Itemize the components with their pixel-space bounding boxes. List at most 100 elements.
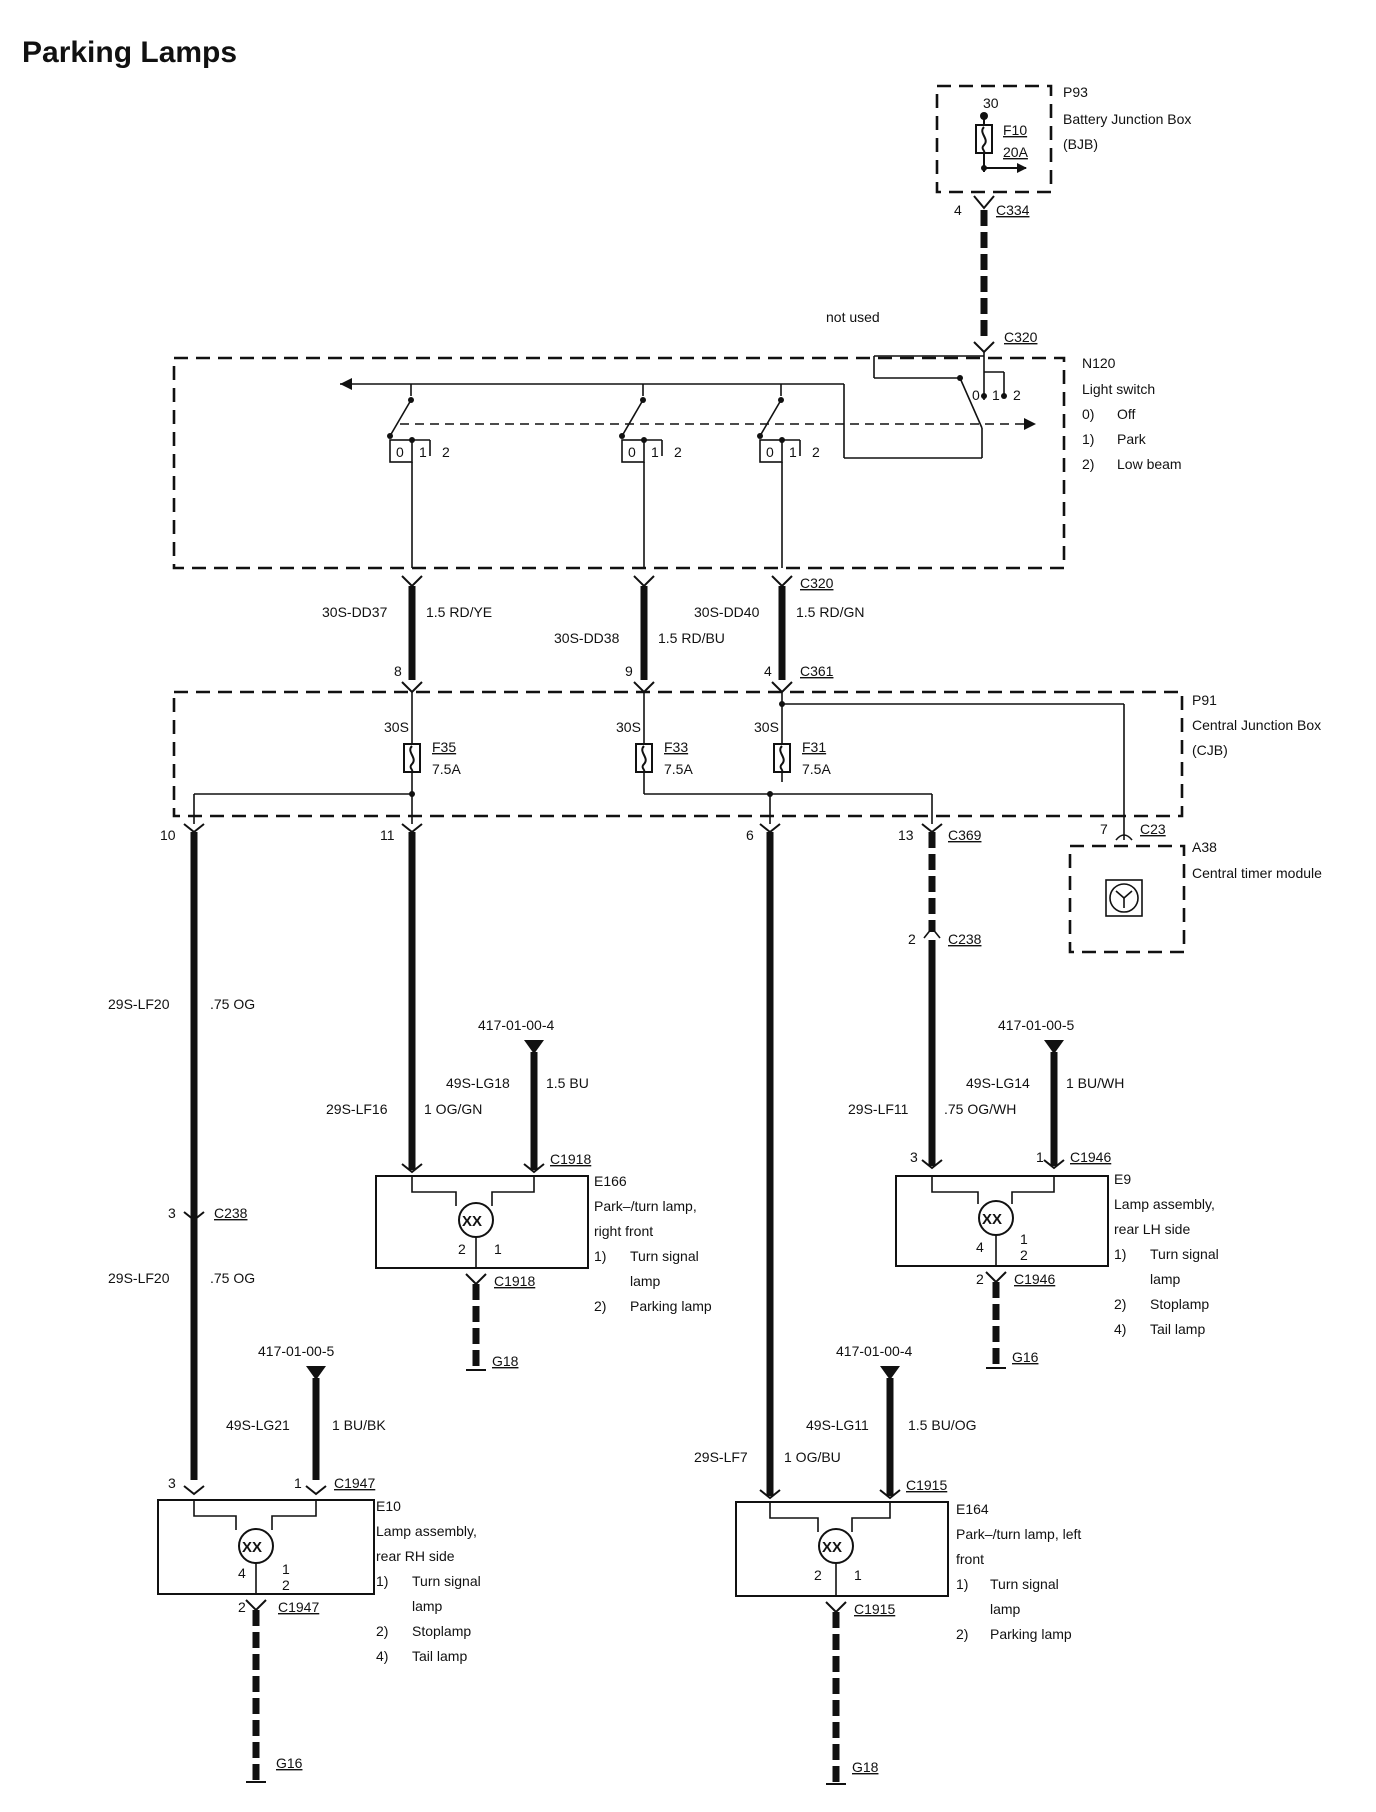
cjb-name: Central Junction Box: [1192, 717, 1321, 733]
e166-gnd-spec: 1.5 BU: [546, 1075, 589, 1091]
e164-out-connector: C1915: [854, 1601, 895, 1617]
e10-f4-num: 4): [376, 1648, 388, 1664]
bjb-connector-pin: 4: [954, 202, 962, 218]
e10-lamp-pin2: 2: [282, 1577, 290, 1593]
e166-bulb-icon: XX: [411, 1176, 535, 1268]
e10-id: E10: [376, 1498, 401, 1514]
e9-ground-ref-icon: [1044, 1040, 1064, 1054]
e9-feed-spec: .75 OG/WH: [944, 1101, 1016, 1117]
e164-lamp-pin1: 1: [854, 1567, 862, 1583]
e9-f1-num: 1): [1114, 1246, 1126, 1262]
e10-bulb-icon: XX: [193, 1500, 317, 1594]
bjb-id: P93: [1063, 84, 1088, 100]
g1-pos2: 2: [442, 444, 450, 460]
c23-pin: 7: [1100, 821, 1108, 837]
switch-pos1-num: 1): [1082, 431, 1094, 447]
f35-id: F35: [432, 739, 456, 755]
e10-f4: Tail lamp: [412, 1648, 467, 1664]
switch-pos2-num: 2): [1082, 456, 1094, 472]
c361-pin9: 9: [625, 663, 633, 679]
fuse-f10-icon: [975, 124, 993, 154]
ns-pos2: 2: [1013, 387, 1021, 403]
bjb-connector: C334: [996, 202, 1030, 218]
w1-spec: 1.5 RD/YE: [426, 604, 492, 620]
bjb-fuse-rating: 20A: [1003, 144, 1029, 160]
left-c238-pin: 3: [168, 1205, 176, 1221]
e166-lamp-pin2: 2: [458, 1241, 466, 1257]
left-run-spec2: .75 OG: [210, 1270, 255, 1286]
e164-f2-num: 2): [956, 1626, 968, 1642]
e9-f1a: Turn signal: [1150, 1246, 1219, 1262]
light-switch-id: N120: [1082, 355, 1116, 371]
light-switch-name: Light switch: [1082, 381, 1155, 397]
battery-junction-box: 30 F10 20A P93 Battery Junction Box (BJB…: [935, 84, 1191, 194]
e9-ground-ref: 417-01-00-5: [998, 1017, 1074, 1033]
svg-text:XX: XX: [242, 1539, 262, 1556]
e164-f1b: lamp: [990, 1601, 1021, 1617]
e10-f2-num: 2): [376, 1623, 388, 1639]
f33-id: F33: [664, 739, 688, 755]
e166-ground: G18: [492, 1353, 519, 1369]
e164-f1a: Turn signal: [990, 1576, 1059, 1592]
g3-pos1: 1: [789, 444, 797, 460]
e166-feed-spec: 1 OG/GN: [424, 1101, 482, 1117]
e10-pin3: 3: [168, 1475, 176, 1491]
c23-connector-icon: [1115, 834, 1133, 841]
e166-feed-circuit: 29S-LF16: [326, 1101, 388, 1117]
e10-gnd-spec: 1 BU/BK: [332, 1417, 386, 1433]
switch-not-used: not used: [826, 309, 880, 325]
cjb-id: P91: [1192, 692, 1217, 708]
e10-f2: Stoplamp: [412, 1623, 471, 1639]
e10-name2: rear RH side: [376, 1548, 455, 1564]
e10-f1-num: 1): [376, 1573, 388, 1589]
e164-bulb-icon: XX: [769, 1502, 891, 1596]
e9-ground: G16: [1012, 1349, 1039, 1365]
g2-pos2: 2: [674, 444, 682, 460]
g2-pos1: 1: [651, 444, 659, 460]
e166-id: E166: [594, 1173, 627, 1189]
e9-gnd-circuit: 49S-LG14: [966, 1075, 1030, 1091]
c369-connector: C369: [948, 827, 982, 843]
e164-feed-spec: 1 OG/BU: [784, 1449, 841, 1465]
e166-f1b: lamp: [630, 1273, 661, 1289]
e10-f1b: lamp: [412, 1598, 443, 1614]
e9-pin1: 1: [1036, 1149, 1044, 1165]
e9-c238-pin: 2: [908, 931, 916, 947]
fuse-f35-icon: [403, 743, 421, 773]
e9-f2-num: 2): [1114, 1296, 1126, 1312]
ns-pos0: 0: [972, 387, 980, 403]
e166-housing: [375, 1175, 589, 1269]
e9-f4-num: 4): [1114, 1321, 1126, 1337]
ns-pos1: 1: [992, 387, 1000, 403]
e164-f1-num: 1): [956, 1576, 968, 1592]
f35-rating: 7.5A: [432, 761, 461, 777]
e166-gnd-circuit: 49S-LG18: [446, 1075, 510, 1091]
light-switch-outline: [172, 356, 1066, 570]
e166-name1: Park–/turn lamp,: [594, 1198, 697, 1214]
e9-lamp-pin1: 1: [1020, 1231, 1028, 1247]
e10-out-connector: C1947: [278, 1599, 319, 1615]
e164-ground: G18: [852, 1759, 879, 1775]
bjb-name: Battery Junction Box: [1063, 111, 1191, 127]
w3-spec: 1.5 RD/GN: [796, 604, 864, 620]
bjb-outline: [935, 84, 1053, 194]
e166-f1a: Turn signal: [630, 1248, 699, 1264]
switch-pos2: Low beam: [1117, 456, 1182, 472]
g3-pos2: 2: [812, 444, 820, 460]
e10-out-pin: 2: [238, 1599, 246, 1615]
e10-pin1: 1: [294, 1475, 302, 1491]
c369-pin6: 6: [746, 827, 754, 843]
e10-name1: Lamp assembly,: [376, 1523, 477, 1539]
e9-f2: Stoplamp: [1150, 1296, 1209, 1312]
e9-housing: [895, 1175, 1109, 1267]
left-run-circuit2: 29S-LF20: [108, 1270, 170, 1286]
e9-lamp-pin2: 2: [1020, 1247, 1028, 1263]
e166-f1-num: 1): [594, 1248, 606, 1264]
e9-f1b: lamp: [1150, 1271, 1181, 1287]
e9-gnd-spec: 1 BU/WH: [1066, 1075, 1124, 1091]
c361-pin8: 8: [394, 663, 402, 679]
bjb-abbr: (BJB): [1063, 136, 1098, 152]
timer-module-icon: [1105, 879, 1143, 917]
cjb-internals: [193, 692, 1125, 840]
